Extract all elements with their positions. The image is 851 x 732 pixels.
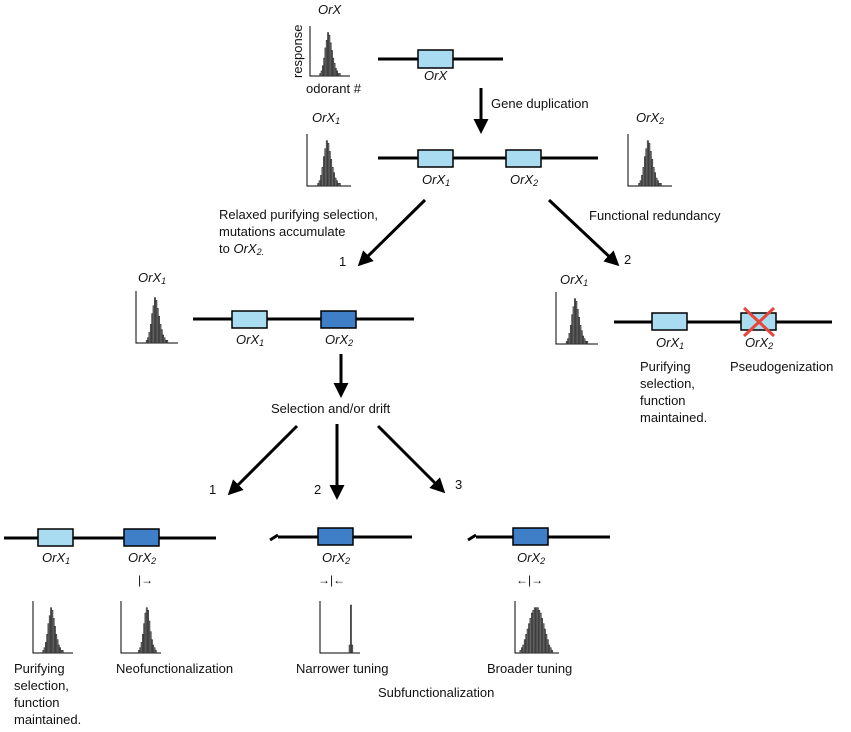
top-hist-xlabel: odorant # xyxy=(306,81,362,96)
c1-gene2-box xyxy=(123,528,160,547)
left-gene2-label: OrX2 xyxy=(325,332,353,348)
bottom-number-3: 3 xyxy=(455,477,462,492)
duplication-label: Gene duplication xyxy=(491,96,589,111)
c3-outcome: Broader tuning xyxy=(487,661,572,676)
pseudogene-cross-icon xyxy=(742,306,776,338)
right-outcome1-line3: function xyxy=(640,393,686,408)
c3-shift-indicator: ←|→ xyxy=(516,573,543,587)
histogram-bar xyxy=(351,644,354,654)
c1-gene1-label: OrX1 xyxy=(42,550,70,566)
c1-gene2-label: OrX2 xyxy=(128,550,156,566)
c1-outcome-a-line1: Purifying xyxy=(14,661,65,676)
c2-shift-indicator: →|← xyxy=(318,573,345,587)
left-branch-number: 1 xyxy=(339,254,346,269)
histogram-bar xyxy=(338,183,341,187)
c1-outcome-a-line2: selection, xyxy=(14,678,69,693)
bottom-number-2: 2 xyxy=(314,482,321,497)
c1-outcome-a-line3: function xyxy=(14,695,60,710)
top-hist-title: OrX xyxy=(318,2,342,17)
subfunctionalization-label: Subfunctionalization xyxy=(378,685,494,700)
left-branch-label-3: to OrX2. xyxy=(219,241,264,257)
c3-gene-box xyxy=(512,527,549,546)
right-gene1-label: OrX1 xyxy=(656,335,684,351)
left-histogram xyxy=(135,291,178,344)
c1-shift-indicator: |→ xyxy=(138,573,153,587)
c3-chromosome-end xyxy=(467,533,477,542)
histogram-bar xyxy=(61,650,64,654)
left-gene2-box xyxy=(320,310,357,329)
dup-histogram-2 xyxy=(627,134,672,187)
c1-outcome-b: Neofunctionalization xyxy=(116,661,233,676)
left-gene1-label: OrX1 xyxy=(236,332,264,348)
right-histogram xyxy=(555,292,598,345)
right-outcome1-line4: maintained. xyxy=(640,410,707,425)
top-hist-ylabel: response xyxy=(290,25,305,78)
left-branch-label-1: Relaxed purifying selection, xyxy=(219,207,378,222)
c1-gene1-box xyxy=(37,528,74,547)
c2-chromosome-end xyxy=(269,533,279,542)
right-outcome1-line1: Purifying xyxy=(640,359,691,374)
c3-gene-label: OrX2 xyxy=(517,550,545,566)
right-branch-number: 2 xyxy=(624,252,631,267)
histogram-bar xyxy=(154,650,157,654)
dup-gene2-label: OrX2 xyxy=(510,172,538,188)
right-gene1-box xyxy=(651,312,688,331)
bottom-number-1: 1 xyxy=(209,482,216,497)
left-branch-arrow xyxy=(357,198,427,267)
bottom-arrow-1 xyxy=(227,424,299,496)
left-hist-title: OrX1 xyxy=(138,270,166,286)
dup-hist2-title: OrX2 xyxy=(636,110,664,126)
c1-histogram-a xyxy=(32,601,73,654)
c2-gene-label: OrX2 xyxy=(322,550,350,566)
dup-histogram-1 xyxy=(306,134,351,187)
dup-hist1-title: OrX1 xyxy=(312,110,340,126)
histogram-bar xyxy=(338,73,341,77)
dup-gene1-label: OrX1 xyxy=(422,172,450,188)
c3-histogram xyxy=(514,601,559,654)
right-outcome2: Pseudogenization xyxy=(730,359,833,374)
histogram-bar xyxy=(166,340,169,344)
c1-histogram-b xyxy=(120,601,161,654)
right-branch-arrow xyxy=(547,198,620,267)
right-gene2-label: OrX2 xyxy=(745,335,773,351)
dup-gene2-box xyxy=(505,149,542,168)
top-gene-label: OrX xyxy=(424,68,448,83)
c2-gene-box xyxy=(317,527,354,546)
dup-gene1-box xyxy=(417,149,454,168)
right-hist-title: OrX1 xyxy=(560,272,588,288)
left-gene1-box xyxy=(231,310,268,329)
top-gene-box xyxy=(417,49,454,69)
bottom-arrow-3 xyxy=(376,424,446,494)
histogram-axes xyxy=(319,601,360,654)
histogram-bar xyxy=(350,604,352,654)
histogram-bar xyxy=(551,650,553,654)
left-branch-label-2: mutations accumulate xyxy=(219,224,345,239)
right-outcome1-line2: selection, xyxy=(640,376,695,391)
top-histogram xyxy=(309,26,350,77)
c1-outcome-a-line4: maintained. xyxy=(14,712,81,727)
histogram-bar xyxy=(659,183,662,187)
selection-label: Selection and/or drift xyxy=(271,401,391,416)
histogram-bar xyxy=(586,341,589,345)
right-branch-label: Functional redundancy xyxy=(589,208,721,223)
c2-outcome: Narrower tuning xyxy=(296,661,389,676)
c2-histogram xyxy=(319,601,360,654)
